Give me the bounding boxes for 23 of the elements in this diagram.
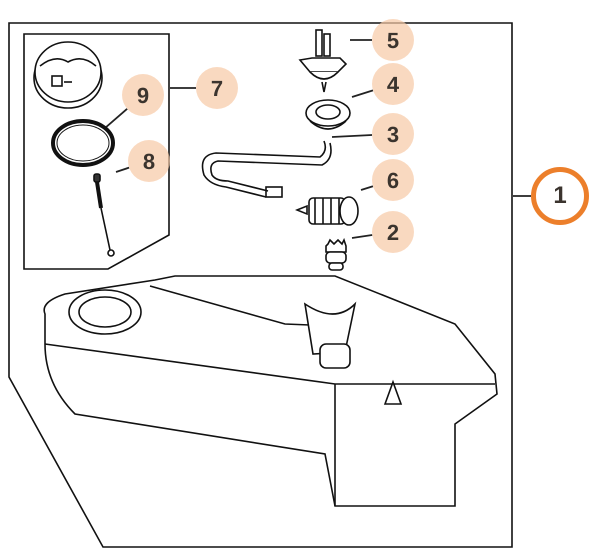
pickup-body-drawing [92, 172, 116, 258]
assembly-frame [8, 22, 513, 548]
callout-number: 1 [531, 167, 589, 225]
callout-number: 4 [372, 63, 414, 105]
leader-line [350, 39, 372, 41]
leader-line [352, 234, 372, 239]
leader-line [360, 185, 374, 191]
callout-number: 7 [196, 67, 238, 109]
callout-number: 6 [372, 159, 414, 201]
leader-line [104, 108, 128, 129]
callout-number: 5 [372, 19, 414, 61]
callout-number: 3 [372, 113, 414, 155]
kit-frame [23, 33, 170, 270]
leader-line [170, 87, 196, 89]
leader-line [352, 89, 374, 98]
callout-number: 8 [128, 140, 170, 182]
callout-number: 9 [122, 74, 164, 116]
leader-line [332, 134, 372, 138]
leader-line [513, 195, 531, 197]
vent-valve-drawing [298, 28, 350, 94]
leader-line [116, 166, 130, 173]
callout-number: 2 [372, 211, 414, 253]
o-ring-drawing [50, 118, 116, 168]
